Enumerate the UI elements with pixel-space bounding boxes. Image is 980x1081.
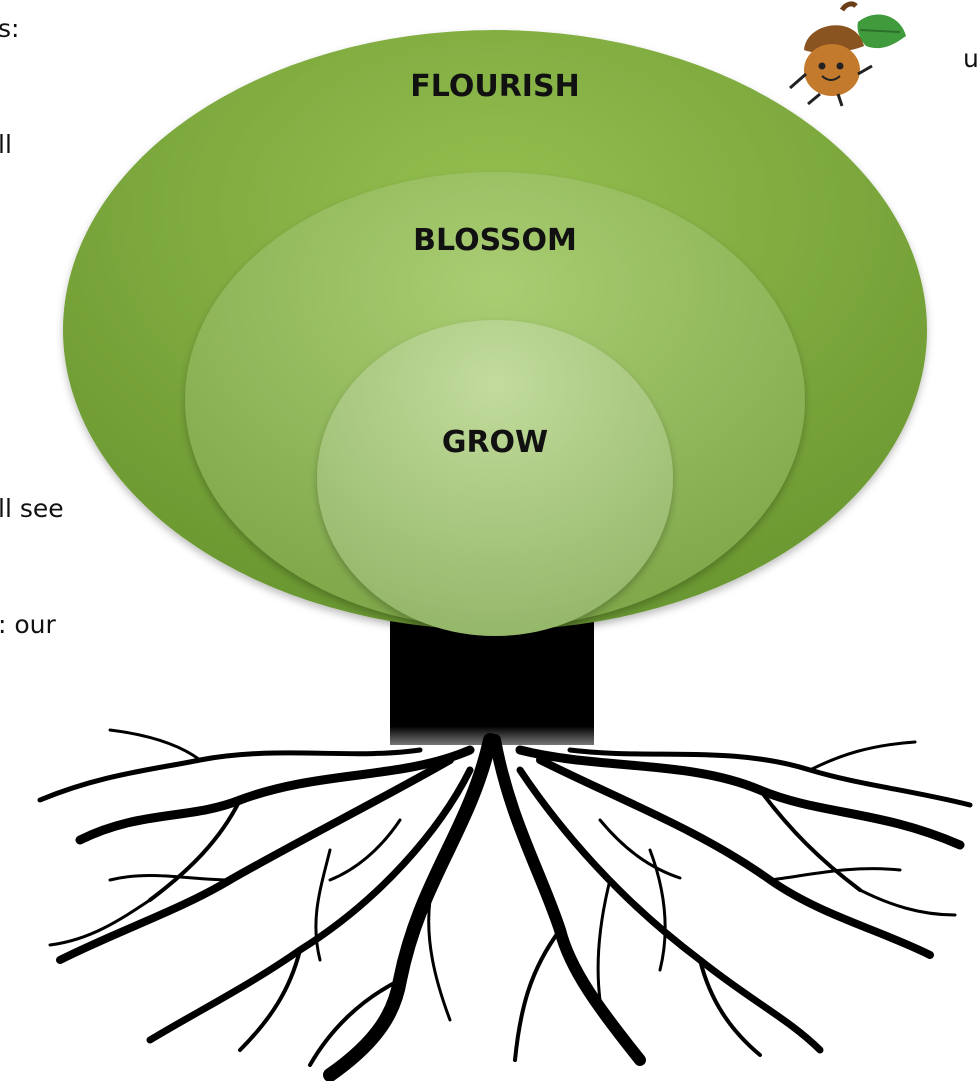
tree-roots bbox=[40, 730, 970, 1075]
label-flourish: FLOURISH bbox=[410, 69, 579, 104]
acorn-mascot-icon bbox=[790, 4, 906, 106]
level-inner bbox=[317, 320, 673, 636]
label-blossom: BLOSSOM bbox=[413, 223, 577, 258]
tree-trunk bbox=[390, 620, 594, 745]
label-grow: GROW bbox=[442, 425, 548, 460]
